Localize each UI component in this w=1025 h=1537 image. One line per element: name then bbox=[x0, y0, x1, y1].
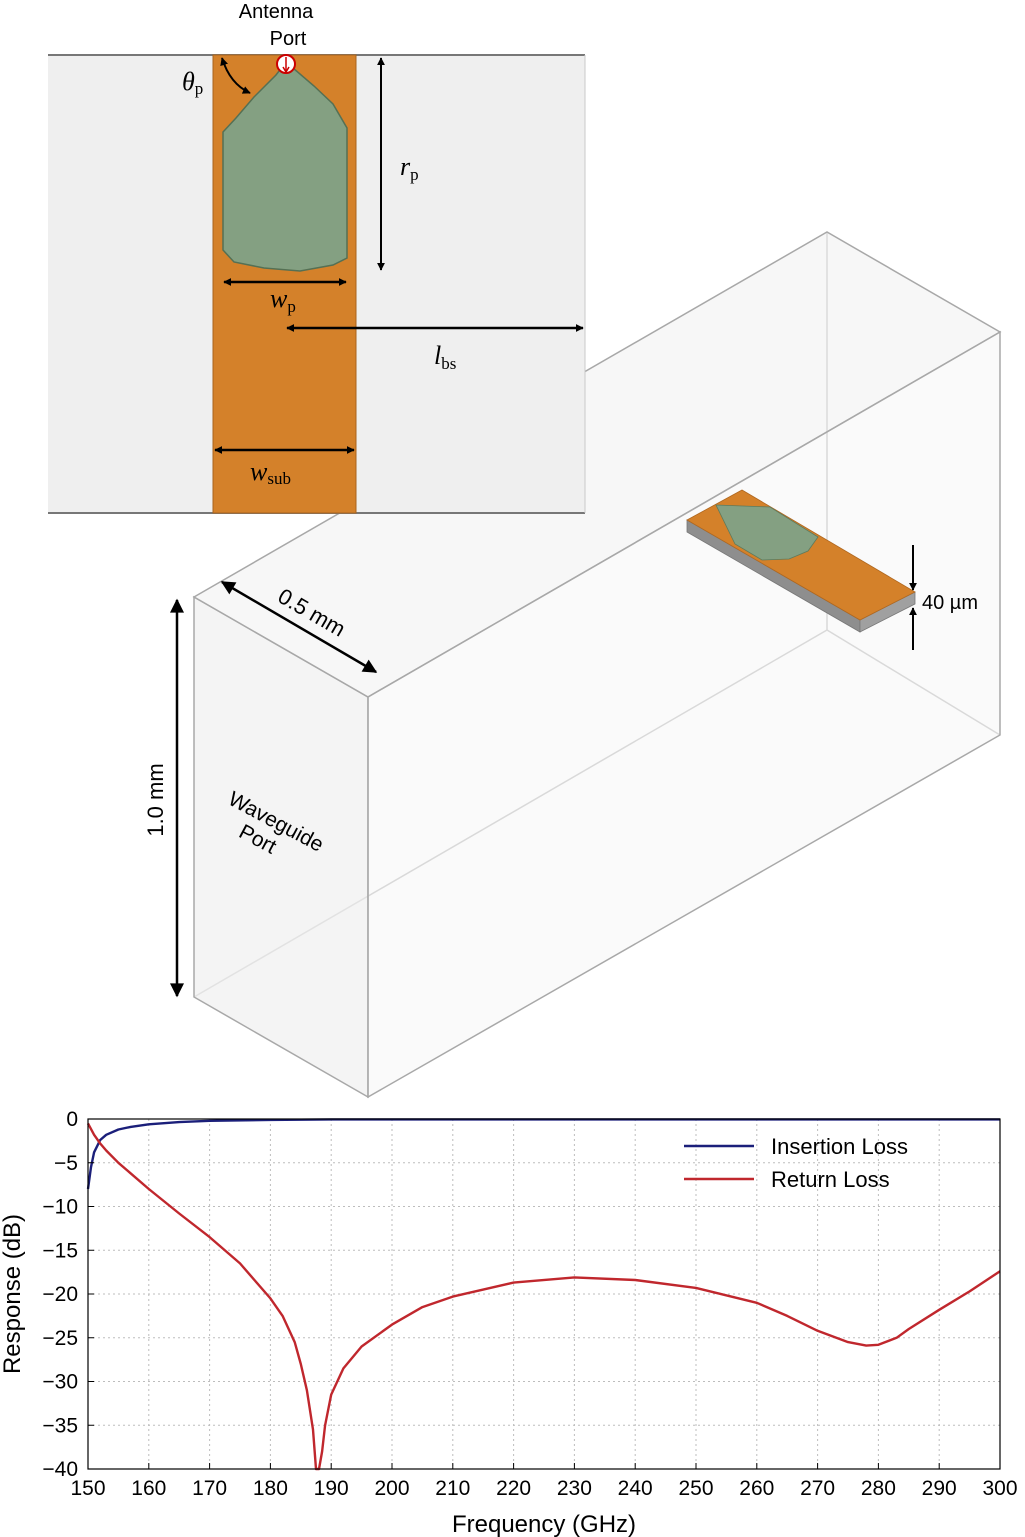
height-dimension-label: 1.0 mm bbox=[143, 763, 168, 836]
y-axis-label: Response (dB) bbox=[0, 1214, 26, 1374]
waveguide-side-face bbox=[367, 330, 1001, 1099]
x-tick-label: 150 bbox=[70, 1477, 105, 1500]
theta-subscript: p bbox=[195, 79, 204, 98]
x-tick-label: 270 bbox=[800, 1477, 835, 1500]
rp-symbol: r bbox=[400, 152, 411, 181]
chart-grid bbox=[88, 1119, 1000, 1469]
lbs-symbol: l bbox=[434, 341, 441, 370]
hidden-edge bbox=[826, 629, 1001, 736]
y-tick-label: −15 bbox=[42, 1239, 78, 1262]
response-chart: 150 160 170 180 190 200 210 220 230 240 250 260 270 2… bbox=[0, 1108, 1018, 1537]
waveguide-box bbox=[192, 231, 1002, 1099]
probe-patch bbox=[715, 504, 819, 561]
x-tick-label: 290 bbox=[922, 1477, 957, 1500]
wp-label: wp bbox=[270, 284, 296, 316]
y-tick-label: −5 bbox=[54, 1152, 78, 1175]
y-tick-label: 0 bbox=[66, 1108, 78, 1131]
x-tick-label: 300 bbox=[982, 1477, 1017, 1500]
y-tick-label: −30 bbox=[42, 1371, 78, 1394]
rp-label: rp bbox=[400, 152, 419, 184]
wp-subscript: p bbox=[287, 297, 296, 316]
wsub-symbol: w bbox=[250, 457, 268, 486]
wp-symbol: w bbox=[270, 284, 288, 313]
theta-label: θp bbox=[182, 67, 203, 98]
antenna-port-label-line1: Antenna bbox=[239, 1, 314, 23]
probe-patch-top-view bbox=[222, 60, 348, 272]
lbs-label: lbs bbox=[434, 341, 456, 373]
y-tick-label: −20 bbox=[42, 1283, 78, 1306]
lbs-subscript: bs bbox=[441, 354, 456, 373]
thickness-label: 40 µm bbox=[922, 592, 978, 614]
x-axis-label: Frequency (GHz) bbox=[452, 1511, 636, 1537]
x-tick-label: 250 bbox=[678, 1477, 713, 1500]
wsub-subscript: sub bbox=[267, 469, 291, 488]
x-tick-label: 280 bbox=[861, 1477, 896, 1500]
top-view-inset bbox=[48, 54, 586, 514]
x-tick-label: 260 bbox=[739, 1477, 774, 1500]
x-tick-label: 190 bbox=[314, 1477, 349, 1500]
width-dimension-arrow bbox=[220, 580, 378, 674]
antenna-port-label-line2: Port bbox=[270, 28, 307, 50]
series-line-return-loss bbox=[86, 1122, 1001, 1471]
legend-label: Return Loss bbox=[771, 1167, 890, 1192]
x-tick-label: 220 bbox=[496, 1477, 531, 1500]
x-tick-label: 230 bbox=[557, 1477, 592, 1500]
y-tick-label: −35 bbox=[42, 1414, 78, 1437]
wsub-label: wsub bbox=[250, 457, 291, 488]
y-tick-label: −10 bbox=[42, 1196, 78, 1219]
probe-3d bbox=[686, 489, 916, 633]
theta-angle-arrow bbox=[220, 57, 251, 94]
x-tick-label: 160 bbox=[131, 1477, 166, 1500]
x-tick-label: 180 bbox=[253, 1477, 288, 1500]
x-tick-label: 210 bbox=[435, 1477, 470, 1500]
chart-ticks: 150 160 170 180 190 200 210 220 230 240 250 260 270 2… bbox=[42, 1108, 1017, 1500]
y-tick-label: −25 bbox=[42, 1327, 78, 1350]
x-tick-label: 240 bbox=[618, 1477, 653, 1500]
y-tick-label: −40 bbox=[42, 1458, 78, 1481]
legend-label: Insertion Loss bbox=[771, 1134, 908, 1159]
x-tick-label: 170 bbox=[192, 1477, 227, 1500]
x-tick-label: 200 bbox=[374, 1477, 409, 1500]
antenna-port-arrowhead bbox=[282, 66, 290, 74]
theta-symbol: θ bbox=[182, 67, 195, 96]
rp-subscript: p bbox=[410, 165, 419, 184]
